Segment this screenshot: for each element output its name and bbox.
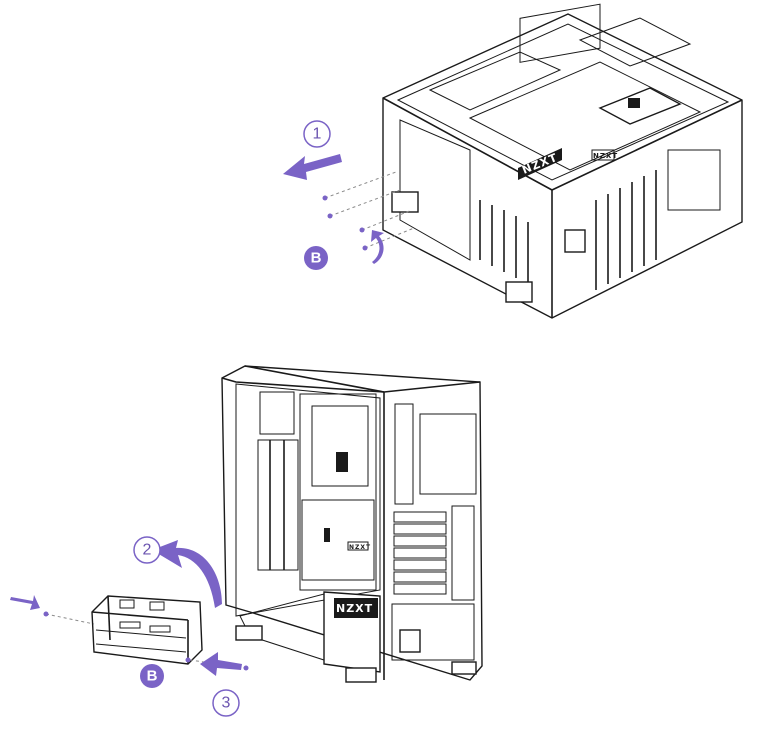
panel-logo-bottom: NZXT [349,544,371,551]
mb-lower-panel [301,499,375,581]
panel-logo-top: NZXT [593,152,618,160]
step-3-marker: 3 [212,689,240,717]
io-shield [394,403,414,505]
cpu-cutout [311,405,369,487]
top-illustration: NZXT NZXT 1 B [283,3,743,319]
screw [43,611,49,617]
step-2-label: 2 [143,542,152,559]
badge-b-bottom: B [140,664,164,688]
badge-b-bottom-label: B [147,668,158,685]
screw [362,245,368,251]
step-1-arrow [283,154,342,180]
screw [359,227,365,233]
nzxt-logo-plate-bottom [334,598,378,618]
screw [322,195,328,201]
step-1-label: 1 [313,126,322,143]
step-2-marker: 2 [133,536,161,564]
badge-b-top: B [304,246,328,270]
psu-socket [564,229,586,253]
case-foot-bottom [451,661,477,675]
case-foot [505,281,533,303]
screw-path [364,227,415,249]
case-foot-bottom [235,625,263,641]
expansion-slots-bottom [393,505,475,601]
psu-rear [391,603,475,661]
front-vent-slots [479,200,529,284]
screw [327,213,333,219]
rear-expansion-slots [595,170,657,290]
screw [243,665,249,671]
left-screw-arrow [10,595,40,610]
case-foot-bottom [345,667,377,683]
step-3-label: 3 [222,695,231,712]
badge-b-top-label: B [311,250,322,267]
case-foot [391,191,419,213]
rear-fan-mesh-bottom [419,413,477,495]
motherboard-tray [468,61,702,171]
step-3-arrow [200,652,242,676]
nzxt-logo-panel-top [591,149,615,161]
step-2-arrow [152,540,222,608]
screw-path [324,171,397,199]
nzxt-logo-plate-top [518,148,562,180]
curved-arrow-top [371,230,384,264]
bottom-illustration: NZXT NZXT [10,365,483,717]
step-1-marker: 1 [303,120,331,148]
psu-socket-bottom [399,629,421,653]
motherboard-tray-bottom [299,393,377,591]
screw-path [45,613,95,625]
screw-path [361,209,413,231]
drive-cage [91,595,203,665]
nzxt-logo-bottom: NZXT [336,602,373,615]
screw [185,657,191,663]
rear-fan-mesh [667,149,721,211]
screw-path [329,189,401,217]
